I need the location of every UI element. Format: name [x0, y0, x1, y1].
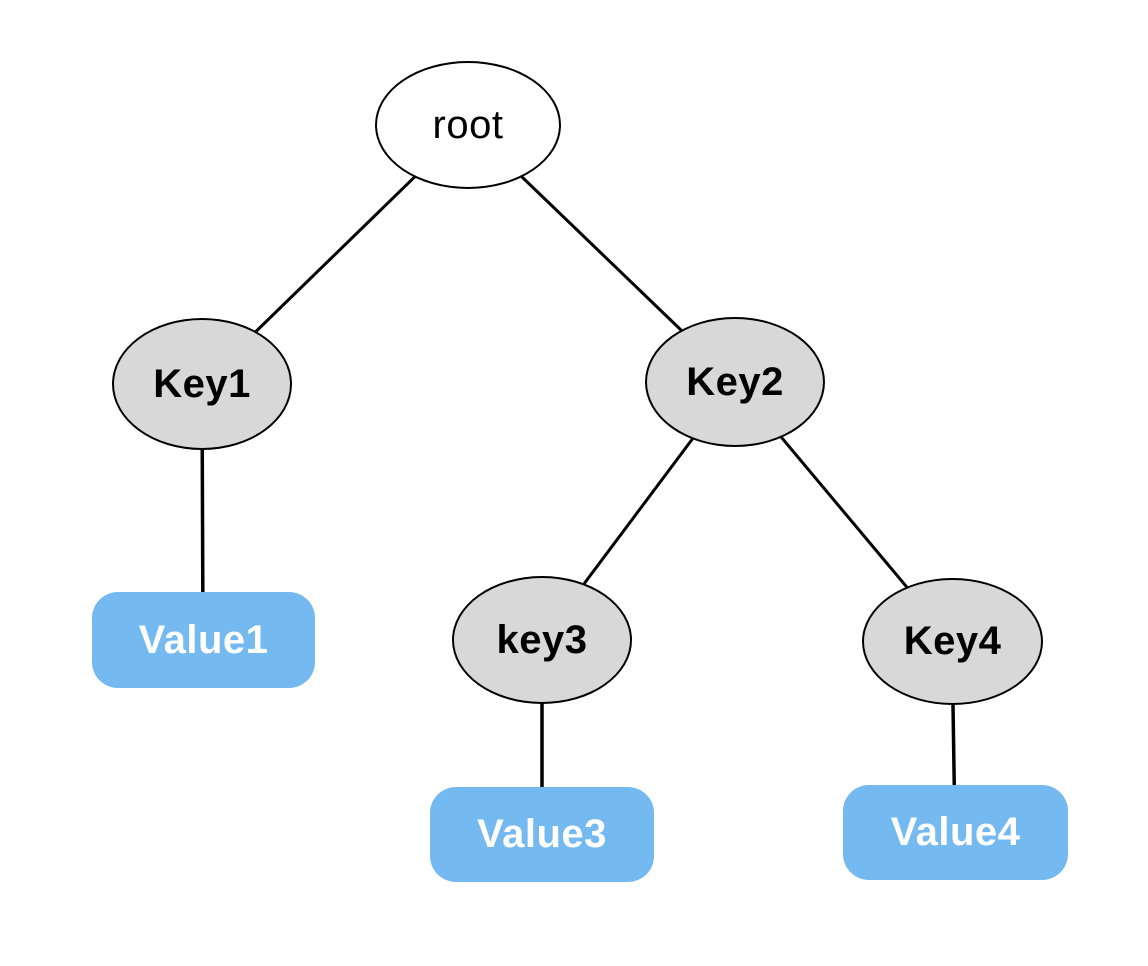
node-root: root	[375, 61, 561, 189]
node-key3-label: key3	[496, 617, 588, 662]
node-value1-label: Value1	[138, 617, 269, 662]
node-value4: Value4	[843, 785, 1068, 880]
node-value4-label: Value4	[890, 810, 1021, 854]
node-key1-label: Key1	[153, 361, 251, 406]
node-root-label: root	[432, 102, 504, 147]
node-key4-label: Key4	[903, 619, 1002, 663]
node-value1: Value1	[92, 592, 315, 688]
node-key1: Key1	[112, 318, 292, 450]
node-key2-label: Key2	[686, 359, 784, 404]
node-value3-label: Value3	[477, 812, 607, 856]
node-key3: key3	[452, 576, 632, 704]
node-key2: Key2	[645, 317, 825, 447]
node-value3: Value3	[430, 787, 654, 882]
node-key4: Key4	[862, 578, 1043, 705]
